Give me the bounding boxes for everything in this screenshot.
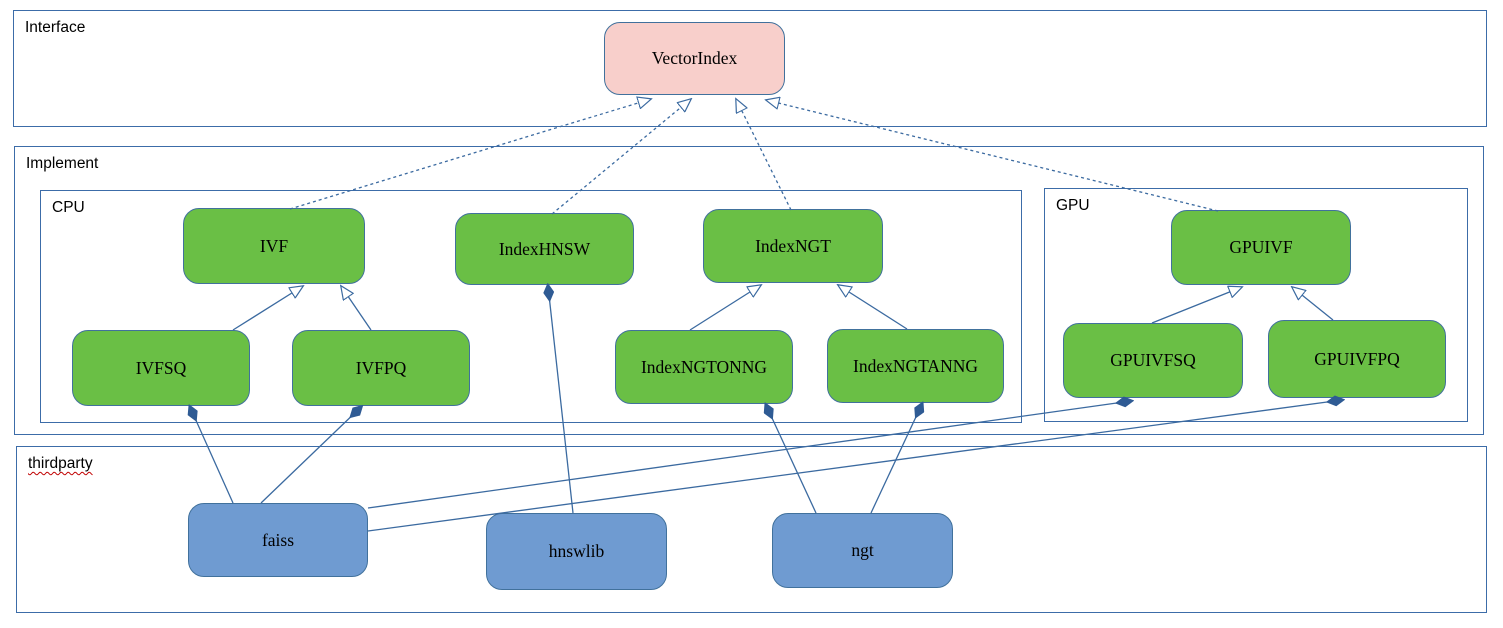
node-hnswlib-label: hnswlib xyxy=(548,541,605,561)
node-indexngtonng[interactable]: IndexNGTONNG xyxy=(615,330,793,404)
container-cpu-label: CPU xyxy=(52,199,85,216)
node-ngt[interactable]: ngt xyxy=(772,513,953,588)
node-ivf-label: IVF xyxy=(259,235,289,256)
node-indexngt-label: IndexNGT xyxy=(755,235,831,256)
node-vectorindex-label: VectorIndex xyxy=(651,48,738,68)
node-ivfsq-label: IVFSQ xyxy=(135,357,187,378)
node-ivfsq[interactable]: IVFSQ xyxy=(72,330,250,406)
node-vectorindex[interactable]: VectorIndex xyxy=(604,22,785,95)
node-gpuivf[interactable]: GPUIVF xyxy=(1171,210,1351,285)
node-faiss-label: faiss xyxy=(261,529,295,550)
node-ngt-label: ngt xyxy=(851,540,874,560)
node-gpuivfpq-label: GPUIVFPQ xyxy=(1314,348,1400,369)
node-ivfpq-label: IVFPQ xyxy=(355,357,407,378)
node-faiss[interactable]: faiss xyxy=(188,503,368,577)
node-gpuivf-label: GPUIVF xyxy=(1229,237,1293,257)
node-gpuivfsq-label: GPUIVFSQ xyxy=(1110,350,1196,370)
node-gpuivfsq[interactable]: GPUIVFSQ xyxy=(1063,323,1243,398)
node-indexhnsw[interactable]: IndexHNSW xyxy=(455,213,634,285)
node-indexngtanng-label: IndexNGTANNG xyxy=(853,355,978,376)
node-ivf[interactable]: IVF xyxy=(183,208,365,284)
container-interface-label: Interface xyxy=(25,19,86,36)
node-gpuivfpq[interactable]: GPUIVFPQ xyxy=(1268,320,1446,398)
node-ivfpq[interactable]: IVFPQ xyxy=(292,330,470,406)
node-indexngt[interactable]: IndexNGT xyxy=(703,209,883,283)
container-thirdparty-label: thirdparty xyxy=(28,455,93,472)
node-hnswlib[interactable]: hnswlib xyxy=(486,513,667,590)
node-indexngtanng[interactable]: IndexNGTANNG xyxy=(827,329,1004,403)
node-indexhnsw-label: IndexHNSW xyxy=(498,238,591,259)
node-indexngtonng-label: IndexNGTONNG xyxy=(640,356,768,377)
container-implement-label: Implement xyxy=(26,155,99,172)
container-gpu-label: GPU xyxy=(1056,197,1090,214)
